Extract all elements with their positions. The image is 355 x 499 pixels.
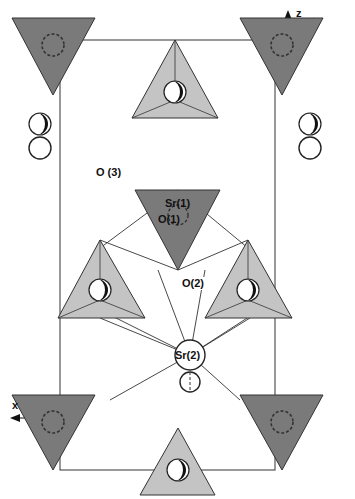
atom-label: O (3) (94, 166, 123, 179)
atom-label: O(2) (180, 277, 206, 290)
axis-label: x (12, 400, 18, 411)
atom-label: O(1) (158, 214, 180, 225)
axis-label: z (296, 8, 302, 19)
atom-label: Sr(2) (175, 350, 200, 361)
atom-label: Sr(1) (165, 198, 190, 209)
